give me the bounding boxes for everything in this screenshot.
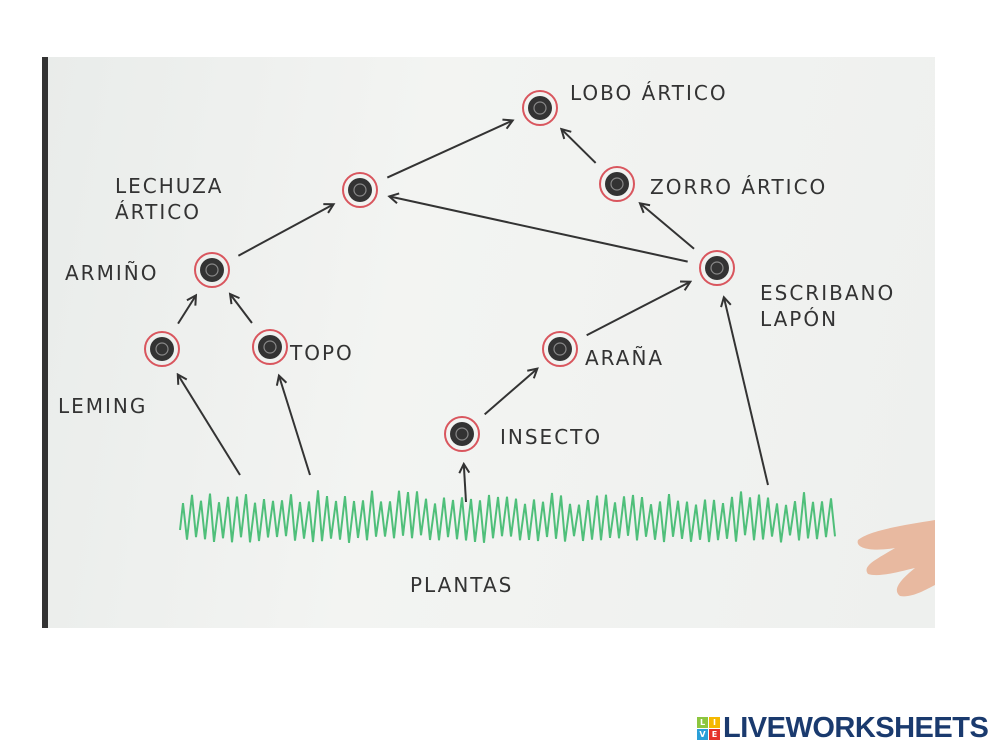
arrow-arana-to-escribano (587, 282, 691, 335)
label-escribano: ESCRIBANOLAPÓN (760, 281, 895, 331)
logo-badge: L I V E (697, 717, 720, 740)
arrow-leming-to-armino (178, 295, 196, 323)
arrow-escribano-to-zorro (640, 203, 694, 248)
label-plantas: PLANTAS (410, 573, 513, 597)
logo-badge-letter: V (697, 729, 708, 740)
node-lechuza (348, 178, 372, 202)
liveworksheets-logo: L I V E LIVEWORKSHEETS (697, 712, 988, 745)
label-line: PLANTAS (410, 573, 513, 597)
arrow-lechuza-to-lobo (387, 120, 512, 177)
node-lobo (528, 96, 552, 120)
node-escribano (705, 256, 729, 280)
logo-badge-letter: E (709, 729, 720, 740)
label-line: LEMING (58, 394, 147, 418)
label-line: ESCRIBANO (760, 281, 895, 305)
label-armino: ARMIÑO (65, 261, 158, 285)
logo-text: LIVEWORKSHEETS (723, 712, 988, 745)
label-zorro: ZORRO ÁRTICO (650, 175, 827, 199)
label-line: ARAÑA (585, 346, 664, 370)
node-armino (200, 258, 224, 282)
node-leming (150, 337, 174, 361)
label-line: LECHUZA (115, 174, 223, 198)
hand (858, 520, 935, 596)
label-lechuza: LECHUZAÁRTICO (115, 174, 223, 224)
label-line: ZORRO ÁRTICO (650, 175, 827, 199)
label-line: ÁRTICO (115, 200, 201, 224)
label-line: ARMIÑO (65, 261, 158, 285)
node-insecto (450, 422, 474, 446)
grass-plants-drawing (180, 490, 835, 543)
node-topo (258, 335, 282, 359)
arrow-topo-to-armino (230, 294, 252, 323)
label-arana: ARAÑA (585, 346, 664, 370)
label-line: LOBO ÁRTICO (570, 81, 728, 105)
logo-badge-letter: I (709, 717, 720, 728)
label-topo: TOPO (289, 341, 354, 365)
arrow-insecto-to-arana (485, 369, 538, 415)
arrow-plantas-to-insecto (464, 464, 466, 502)
label-line: INSECTO (500, 425, 602, 449)
arrow-armino-to-lechuza (238, 204, 333, 255)
logo-badge-letter: L (697, 717, 708, 728)
label-line: LAPÓN (760, 307, 838, 331)
label-insecto: INSECTO (500, 425, 602, 449)
node-zorro (605, 172, 629, 196)
arrow-zorro-to-lobo (561, 129, 595, 163)
grass-stroke (180, 490, 835, 543)
arrow-plantas-to-leming (178, 375, 240, 475)
node-arana (548, 337, 572, 361)
label-leming: LEMING (58, 394, 147, 418)
label-lobo: LOBO ÁRTICO (570, 81, 728, 105)
arrow-plantas-to-topo (279, 376, 310, 475)
label-line: TOPO (289, 341, 354, 365)
